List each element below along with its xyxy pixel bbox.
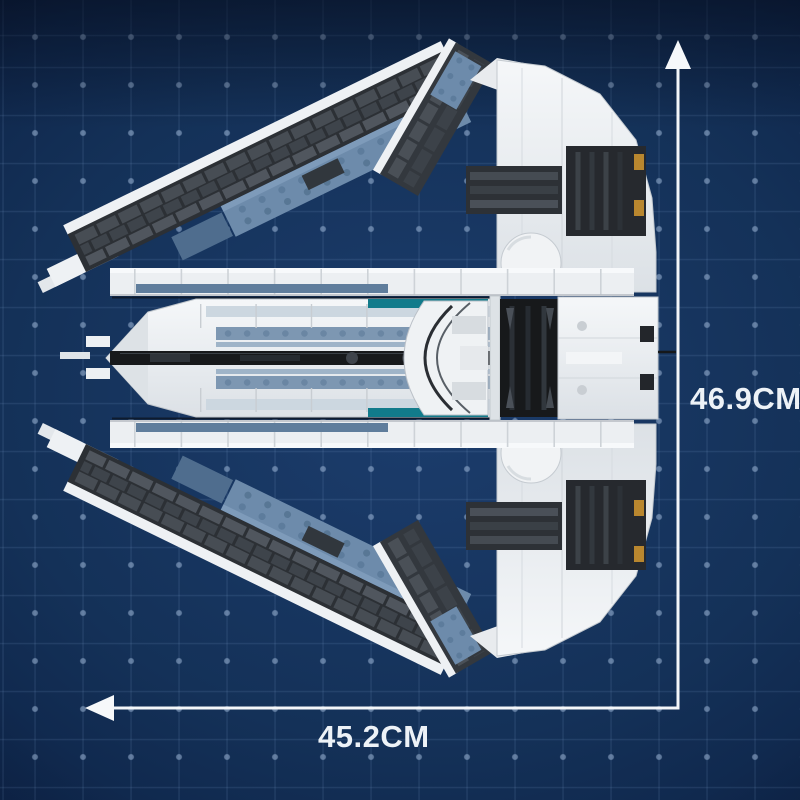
dimension-annotation	[85, 40, 691, 721]
cockpit-section	[368, 299, 489, 417]
dimension-line	[112, 67, 680, 710]
arrow-left-icon	[85, 695, 114, 721]
engine-bay	[489, 295, 676, 421]
top-wing-assembly	[37, 38, 657, 296]
gold-accent	[634, 154, 644, 170]
arrow-up-icon	[665, 40, 691, 69]
gold-accent	[634, 200, 644, 216]
height-dimension-label: 46.9CM	[690, 381, 800, 416]
width-dimension-label: 45.2CM	[318, 719, 430, 754]
bottom-wing-assembly	[20, 392, 656, 677]
